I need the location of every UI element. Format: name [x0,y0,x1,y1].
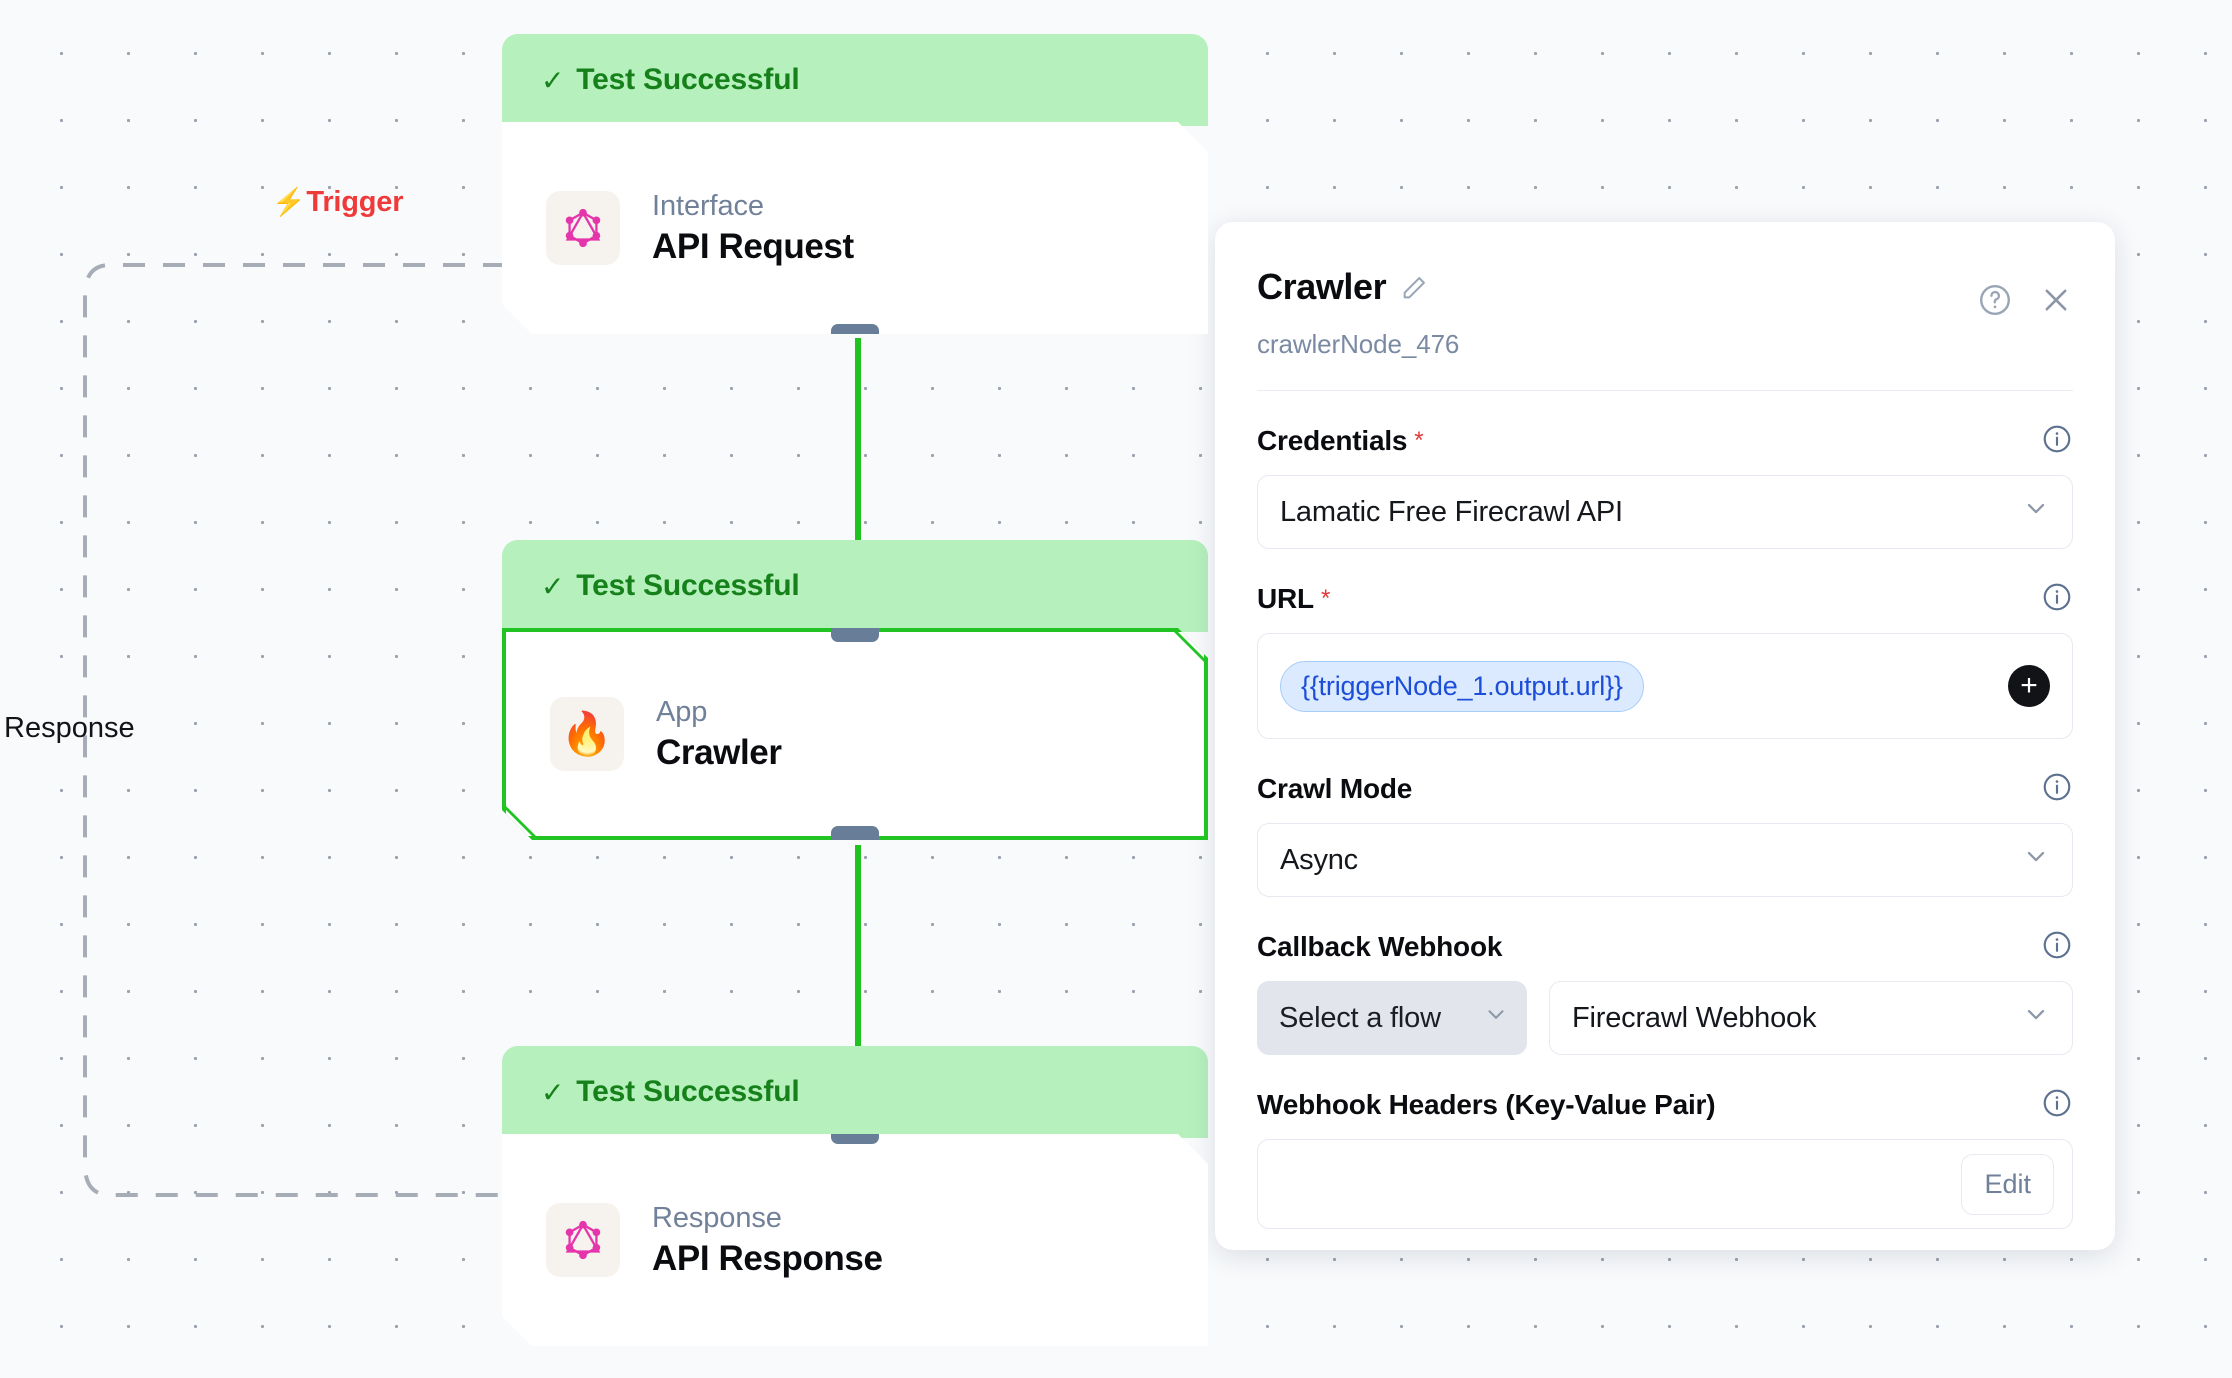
node-api-response[interactable]: ✓ Test Successful Response [502,1046,1208,1346]
info-icon[interactable] [2041,1087,2073,1124]
node-api-request[interactable]: ✓ Test Successful Interface [502,34,1208,334]
field-label: Credentials [1257,425,1408,456]
webhook-headers-input[interactable]: Edit [1257,1139,2073,1229]
node-status-badge: ✓ Test Successful [502,1046,1208,1138]
node-title-label: API Response [652,1238,883,1278]
help-circle-icon[interactable] [1977,282,2013,323]
chevron-down-icon [1483,1001,1509,1035]
flow-select[interactable]: Select a flow [1257,981,1527,1055]
field-credentials: Credentials * Lamatic Free Firecrawl API [1257,421,2073,549]
url-token-chip[interactable]: {{triggerNode_1.output.url}} [1280,660,1644,712]
page-title: Crawler [1257,266,1387,307]
field-label: Webhook Headers (Key-Value Pair) [1257,1089,1716,1120]
node-id-label: crawlerNode_476 [1257,329,1460,359]
field-url: URL * {{triggerNode_1.output.url}} + [1257,579,2073,739]
field-callback-webhook: Callback Webhook Select a flow [1257,927,2073,1055]
node-status-text: Test Successful [576,569,800,602]
node-status-text: Test Successful [576,1075,800,1108]
field-label: Crawl Mode [1257,773,1413,804]
credentials-value: Lamatic Free Firecrawl API [1280,495,1623,528]
graphql-icon [546,1203,620,1277]
webhook-select-value: Firecrawl Webhook [1572,1001,1817,1034]
info-icon[interactable] [2041,929,2073,966]
node-crawler[interactable]: ✓ Test Successful 🔥 App Crawler [502,540,1208,840]
trigger-label: ⚡Trigger [272,186,404,219]
info-icon[interactable] [2041,581,2073,618]
node-status-badge: ✓ Test Successful [502,540,1208,632]
webhook-select[interactable]: Firecrawl Webhook [1549,981,2073,1055]
flame-glyph: 🔥 [560,710,614,757]
check-icon: ✓ [541,1076,565,1108]
panel-header: Crawler [1257,266,2073,323]
crawl-mode-select[interactable]: Async [1257,823,2073,897]
node-title-label: API Request [652,226,854,266]
check-icon: ✓ [541,570,565,602]
field-label: Callback Webhook [1257,931,1503,962]
field-webhook-headers: Webhook Headers (Key-Value Pair) Edit [1257,1085,2073,1229]
crawl-mode-value: Async [1280,843,1358,876]
node-status-badge: ✓ Test Successful [502,34,1208,126]
bolt-icon: ⚡ [272,187,306,217]
url-input[interactable]: {{triggerNode_1.output.url}} + [1257,633,2073,739]
panel-divider [1257,390,2073,391]
required-marker: * [1320,585,1331,612]
info-icon[interactable] [2041,423,2073,460]
info-icon[interactable] [2041,771,2073,808]
required-marker: * [1414,427,1424,454]
field-label: URL [1257,583,1314,614]
node-config-panel[interactable]: Crawler [1215,222,2115,1250]
node-kind-label: Response [652,1201,782,1234]
trigger-label-text: Trigger [306,186,404,218]
flame-icon: 🔥 [550,697,624,771]
node-card[interactable]: Interface API Request [502,122,1208,334]
edge-api-request-to-crawler [855,338,861,550]
chevron-down-icon [2022,494,2050,530]
check-icon: ✓ [541,64,565,96]
chevron-down-icon [2022,842,2050,878]
node-card[interactable]: Response API Response [502,1134,1208,1346]
node-output-handle[interactable] [831,826,879,846]
credentials-select[interactable]: Lamatic Free Firecrawl API [1257,475,2073,549]
node-title-label: Crawler [656,732,782,772]
edge-crawler-to-api-response [855,845,861,1051]
pencil-icon[interactable] [1400,274,1428,307]
node-kind-label: App [656,695,708,728]
add-variable-button[interactable]: + [2008,665,2050,707]
chevron-down-icon [2022,1000,2050,1036]
close-icon[interactable] [2039,283,2073,322]
field-crawl-mode: Crawl Mode Async [1257,769,2073,897]
graphql-icon [546,191,620,265]
node-card[interactable]: 🔥 App Crawler [502,628,1208,840]
response-label: Response [4,712,135,744]
edit-button[interactable]: Edit [1961,1153,2054,1215]
node-kind-label: Interface [652,189,764,222]
node-status-text: Test Successful [576,63,800,96]
flow-select-value: Select a flow [1279,1001,1441,1034]
